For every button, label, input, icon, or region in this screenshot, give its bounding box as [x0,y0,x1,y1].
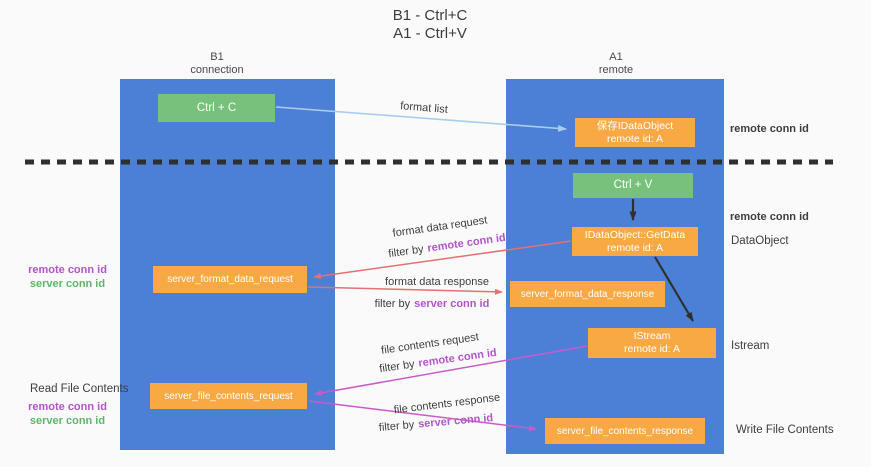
dataobject-label: DataObject [731,235,789,247]
filter-by-text: filter by [378,418,415,434]
server-conn-id-label-left2: server conn id [29,414,106,427]
title-line-1: B1 - Ctrl+C [392,7,468,24]
filter-by-text: filter by [374,298,411,310]
left-conn-id-block-file: remote conn id server conn id [20,401,115,428]
server-format-data-request-label: server_format_data_request [167,274,293,285]
server-format-data-response-box: server_format_data_response [510,281,665,307]
istream-box: IStream remote id: A [588,328,716,358]
title-line-2: A1 - Ctrl+V [393,25,467,42]
remote-conn-id-label-left2: remote conn id [28,401,107,413]
server-file-contents-response-label: server_file_contents_response [556,425,694,437]
filter-by-text: filter by [378,358,416,376]
ctrl-v-box: Ctrl + V [573,173,693,198]
remote-conn-id-label-mid: remote conn id [730,211,809,223]
remote-conn-id-text: remote conn id [426,231,507,255]
server-conn-id-label-left: server conn id [29,277,106,290]
istream-label: Istream [731,340,770,352]
server-file-contents-response-box: server_file_contents_response [545,418,705,444]
right-column-subtitle: remote [598,64,634,76]
format-list-label: format list [399,100,449,116]
ctrl-v-label: Ctrl + V [613,179,653,191]
remote-conn-id-label-left: remote conn id [28,264,107,276]
server-format-data-request-box: server_format_data_request [153,266,307,293]
server-file-contents-request-box: server_file_contents_request [150,383,307,409]
ctrl-c-box: Ctrl + C [158,94,275,122]
right-column-title: A1 [609,51,623,63]
istream-line2: remote id: A [623,343,681,355]
filter-by-text: filter by [387,243,425,261]
format-data-response-label: format data response [385,276,489,288]
idataobject-getdata-box: IDataObject::GetData remote id: A [572,227,698,256]
left-column-title: B1 [210,51,224,63]
save-dataobject-box: 保存IDataObject remote id: A [575,118,695,147]
save-dataobject-line1: 保存IDataObject [596,119,674,132]
remote-conn-id-text: remote conn id [417,346,498,370]
left-column-header: B1 connection [190,51,243,77]
getdata-line2: remote id: A [606,241,664,254]
server-format-data-response-label: server_format_data_response [520,288,655,300]
save-dataobject-line2: remote id: A [606,132,664,145]
server-file-contents-request-label: server_file_contents_request [164,390,293,402]
server-conn-id-text: server conn id [414,298,490,310]
server-conn-id-text: server conn id [417,412,494,431]
diagram-title: B1 - Ctrl+C A1 - Ctrl+V [393,7,468,43]
istream-line1: IStream [633,330,671,342]
remote-conn-id-label-top: remote conn id [730,123,809,135]
left-conn-id-block-format: remote conn id server conn id [20,264,115,291]
getdata-line1: IDataObject::GetData [584,228,686,241]
ctrl-c-label: Ctrl + C [196,101,237,114]
right-column-header: A1 remote [599,51,633,77]
left-column-subtitle: connection [190,64,244,76]
write-file-contents-label: Write File Contents [736,424,834,436]
read-file-contents-label: Read File Contents [30,383,129,395]
